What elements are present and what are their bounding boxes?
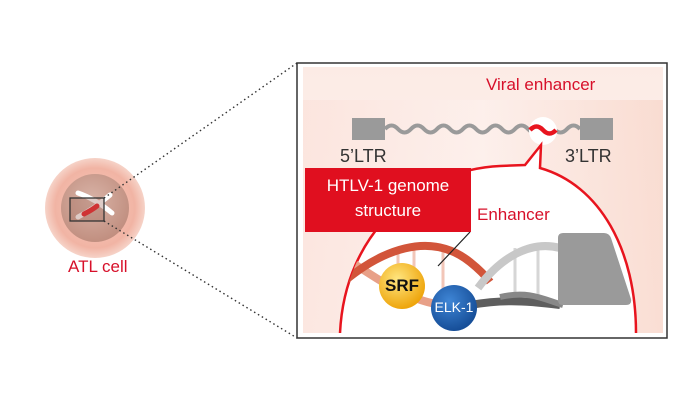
- dna-strand-gray-mid: [499, 291, 564, 308]
- viral-enhancer-label: Viral enhancer: [486, 75, 596, 94]
- enhancer-pointer: [437, 231, 471, 267]
- integrated-provirus: [81, 203, 100, 217]
- genome-structure-title-line1: HTLV-1 genome: [326, 176, 450, 195]
- dna-strand-front: [340, 242, 494, 289]
- srf-protein: [379, 263, 425, 309]
- srf-label: SRF: [385, 276, 419, 295]
- genome-structure-label-box: [305, 168, 471, 232]
- ltr5-block: [352, 118, 385, 140]
- elk1-label: ELK-1: [434, 299, 474, 315]
- chromosome-arm: [75, 190, 115, 216]
- enhancer-label: Enhancer: [477, 205, 550, 224]
- viral-enhancer-segment: [528, 124, 558, 136]
- atl-cell: [45, 158, 145, 258]
- ltr3-label: 3’LTR: [565, 146, 612, 166]
- ltr5-label: 5’LTR: [340, 146, 387, 166]
- zoom-connector-bottom: [103, 220, 298, 339]
- atl-cell-label: ATL cell: [68, 257, 128, 276]
- genome-structure-title-line2: structure: [354, 201, 422, 220]
- dna-strand-gray-light: [474, 242, 562, 291]
- ltr3-block: [580, 118, 613, 140]
- zoom-region-box: [69, 197, 105, 222]
- elk1-protein: [431, 285, 477, 331]
- zoom-connector-top: [103, 62, 298, 199]
- dna-strand-gray-dark: [469, 297, 561, 309]
- htlv1-genome-map: [352, 117, 613, 145]
- ltr-block-enlarged: [558, 233, 632, 305]
- genome-structure-title: HTLV-1 genome structure: [305, 173, 471, 223]
